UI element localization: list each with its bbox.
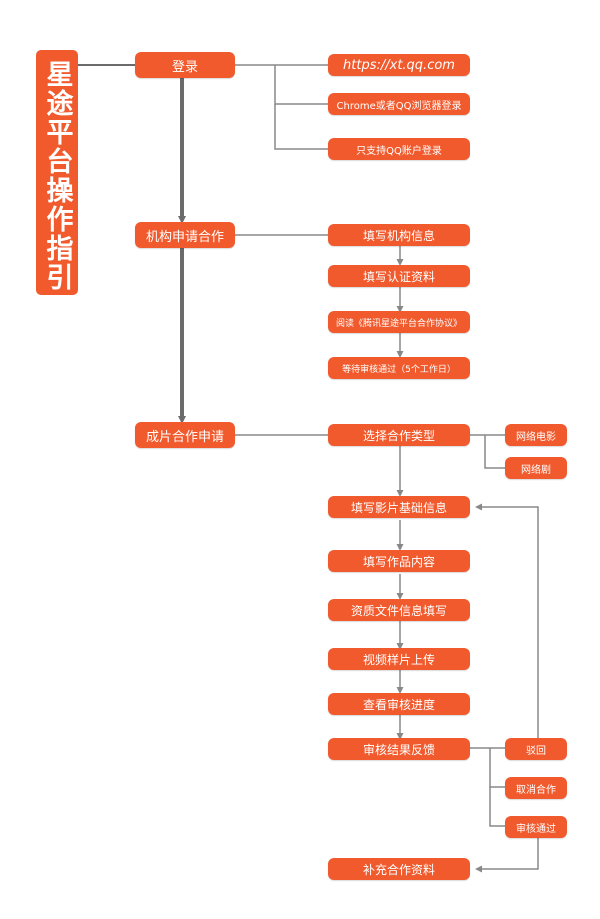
connector-feedback-cancel [489, 748, 505, 788]
fill-qualification-step: 资质文件信息填写 [328, 599, 470, 621]
connector-reject-loop [475, 503, 539, 738]
connector-feedback-approve [489, 787, 505, 827]
cancel-result: 取消合作 [505, 777, 567, 799]
fill-cert-step: 填写认证资料 [328, 265, 470, 287]
film-apply-step: 成片合作申请 [135, 422, 235, 448]
connector-login-account [274, 104, 328, 150]
wait-review-step: 等待审核通过（5个工作日） [328, 357, 470, 379]
approved-result: 审核通过 [505, 816, 567, 838]
login-account-note: 只支持QQ账户登录 [328, 138, 470, 160]
fill-org-info-step: 填写机构信息 [328, 224, 470, 246]
supplement-step: 补充合作资料 [328, 858, 470, 880]
login-step: 登录 [135, 52, 235, 78]
login-browser-note: Chrome或者QQ浏览器登录 [328, 93, 470, 115]
read-agreement-step: 阅读《腾讯星途平台合作协议》 [328, 311, 470, 333]
fill-basic-info-step: 填写影片基础信息 [328, 496, 470, 518]
page-title: 星途平台操作指引 [41, 60, 73, 292]
connector-type-drama [484, 435, 505, 469]
connector-approve-supplement [475, 838, 539, 873]
login-url: https://xt.qq.com [328, 54, 470, 76]
connector-login-browser [274, 65, 328, 105]
review-feedback-step: 审核结果反馈 [328, 738, 470, 760]
type-online-drama: 网络剧 [505, 457, 567, 479]
check-progress-step: 查看审核进度 [328, 693, 470, 715]
fill-content-step: 填写作品内容 [328, 550, 470, 572]
org-apply-step: 机构申请合作 [135, 222, 235, 248]
choose-type-step: 选择合作类型 [328, 424, 470, 446]
type-online-film: 网络电影 [505, 424, 567, 446]
upload-sample-step: 视频样片上传 [328, 648, 470, 670]
rejected-result: 驳回 [505, 738, 567, 760]
title-banner: 星途平台操作指引 [36, 50, 78, 295]
